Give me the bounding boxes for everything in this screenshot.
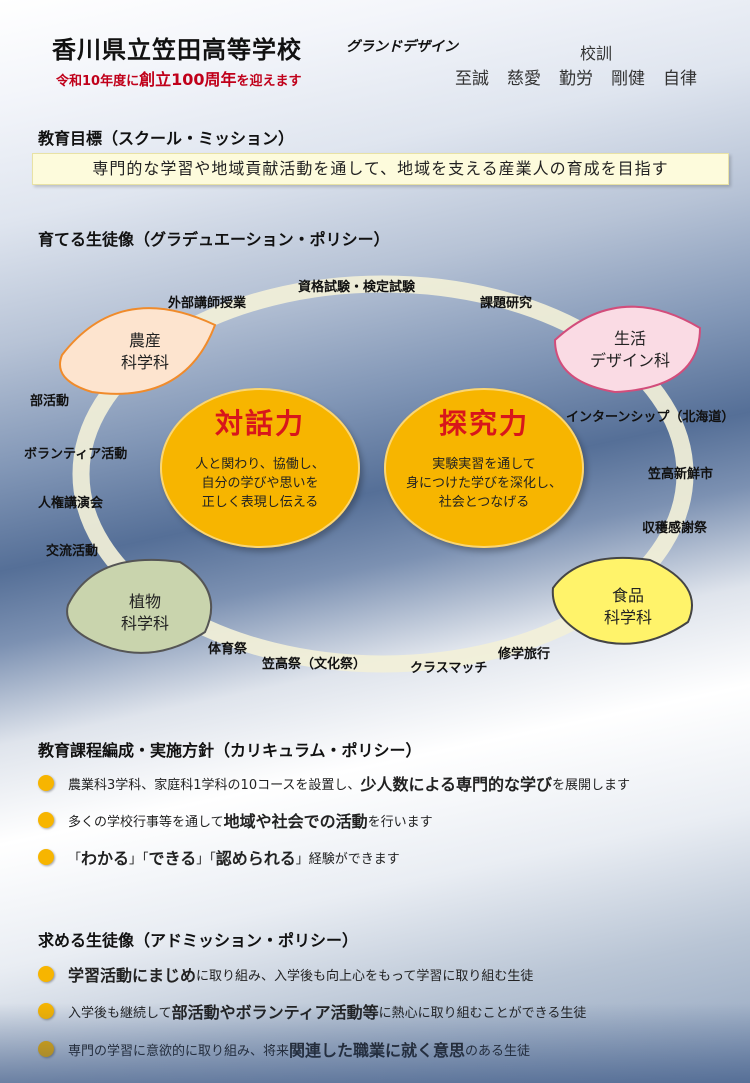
dept-nousan: 農産科学科 [85,322,205,382]
activity-jinken: 人権講演会 [38,496,104,511]
curriculum-item: 農業科3学科、家庭科1学科の10コースを設置し、少人数による専門的な学びを展開し… [38,771,630,795]
admission-emphasis: 学習活動にまじめ [68,966,197,985]
curriculum-emphasis: 地域や社会での活動 [223,812,368,831]
admission-text: のある生徒 [465,1043,531,1059]
dept-shokuhin-line2: 科学科 [603,608,652,627]
dept-seikatsu-line1: 生活 [613,329,646,349]
anniversary-notice: 令和10年度に創立100周年を迎えます [56,66,302,90]
dept-shokuhin-line1: 食品 [611,586,644,606]
bullet-icon [38,1003,54,1019]
dialogue-circle: 対話力 人と関わり、協働し、 自分の学びや思いを 正しく表現し伝える [160,388,360,548]
curriculum-title: 教育課程編成・実施方針（カリキュラム・ポリシー） [38,741,422,760]
motto-title: 校訓 [580,44,613,63]
dialogue-title: 対話力 [214,407,305,440]
admission-item: 専門の学習に意欲的に取り組み、将来関連した職業に就く意思のある生徒 [38,1037,530,1061]
admission-title: 求める生徒像（アドミッション・ポリシー） [38,931,359,950]
admission-text: に熱心に取り組むことができる生徒 [378,1005,587,1021]
curriculum-text: 多くの学校行事等を通して [68,814,224,830]
activity-volunteer: ボランティア活動 [24,447,128,462]
dept-shokubutsu-line1: 植物 [128,592,161,612]
bullet-icon [38,1041,54,1057]
activity-class: クラスマッチ [410,661,488,676]
curriculum-emphasis: できる [148,849,197,868]
admission-text: 専門の学習に意欲的に取り組み、将来 [68,1043,290,1059]
curriculum-item: 「わかる」「できる」「認められる」経験ができます [38,845,400,869]
dept-shape-nousan [59,307,217,395]
motto-item: 剛健 [611,69,645,89]
dialogue-line: 正しく表現し伝える [201,494,319,510]
inquiry-line: 実験実習を通して [432,457,536,472]
bullet-icon [38,812,54,828]
anniversary-big: 創立100周年 [139,70,237,89]
admission-text: に取り組み、入学後も向上心をもって学習に取り組む生徒 [196,968,534,984]
activity-bukatsu: 部活動 [30,394,70,409]
activity-shugaku: 修学旅行 [498,647,551,662]
activity-shinsen: 笠高新鮮市 [648,467,714,482]
inquiry-line: 身につけた学びを深化し、 [405,475,562,491]
motto-item: 勤労 [559,69,593,89]
motto-item: 自律 [663,69,697,89]
dept-nousan-line1: 農産 [128,331,161,351]
school-name: 香川県立笠田高等学校 [52,36,302,64]
dept-shape-seikatsu [553,305,702,394]
dept-shape-shokuhin [551,556,693,645]
curriculum-text: を展開します [551,777,630,793]
activity-kadai: 課題研究 [480,296,533,311]
activity-ring [59,275,702,673]
activity-shikaku: 資格試験・検定試験 [298,280,416,295]
admission-text: 入学後も継続して [68,1005,172,1021]
dept-shokubutsu-line2: 科学科 [120,614,169,633]
bullet-icon [38,775,54,791]
curriculum-text: 」「 [196,851,216,867]
dept-shape-shokubutsu [66,558,213,654]
activity-shukaku: 収穫感謝祭 [642,521,708,536]
activity-bunka: 笠高祭（文化祭） [262,657,367,672]
inquiry-title: 探究力 [438,407,529,440]
dept-shokuhin: 食品科学科 [568,577,688,637]
admission-item: 学習活動にまじめに取り組み、入学後も向上心をもって学習に取り組む生徒 [38,962,533,986]
curriculum-text: 」「 [129,851,149,867]
bullet-icon [38,849,54,865]
curriculum-text: 」経験ができます [295,851,400,867]
curriculum-text: 「 [68,851,82,867]
anniversary-post: を迎えます [236,74,302,89]
dept-seikatsu-line2: デザイン科 [589,351,670,370]
graduation-title: 育てる生徒像（グラデュエーション・ポリシー） [38,230,390,249]
curriculum-text: を行います [367,814,433,830]
dept-seikatsu: 生活デザイン科 [570,320,690,380]
activity-gaibu: 外部講師授業 [168,296,247,311]
activity-intern: インターンシップ（北海道） [566,410,735,425]
grand-design-label: グランドデザイン [346,39,458,55]
motto-item: 慈愛 [507,69,541,89]
motto-list: 至誠慈愛勤労剛健自律 [455,64,697,89]
dialogue-line: 人と関わり、協働し、 [195,457,325,472]
curriculum-emphasis: 少人数による専門的な学び [360,775,552,794]
activity-taiiku: 体育祭 [208,642,248,657]
mission-title: 教育目標（スクール・ミッション） [38,129,295,148]
curriculum-emphasis: わかる [81,849,130,868]
curriculum-emphasis: 認められる [215,849,296,868]
bullet-icon [38,966,54,982]
anniversary-pre: 令和10年度に [56,74,140,89]
admission-emphasis: 部活動やボランティア活動等 [171,1003,379,1022]
dept-nousan-line2: 科学科 [120,353,169,372]
motto-item: 至誠 [455,69,489,89]
inquiry-circle: 探究力 実験実習を通して 身につけた学びを深化し、 社会とつなげる [384,388,584,548]
dept-shokubutsu: 植物科学科 [85,583,205,643]
mission-text: 専門的な学習や地域貢献活動を通して、地域を支える産業人の育成を目指す [32,153,729,185]
curriculum-text: 農業科3学科、家庭科1学科の10コースを設置し、 [68,777,361,793]
admission-emphasis: 関連した職業に就く意思 [289,1041,466,1060]
dialogue-line: 自分の学びや思いを [201,475,319,491]
inquiry-line: 社会とつなげる [438,494,530,510]
activity-koryu: 交流活動 [46,544,99,559]
admission-item: 入学後も継続して部活動やボランティア活動等に熱心に取り組むことができる生徒 [38,999,586,1023]
curriculum-item: 多くの学校行事等を通して地域や社会での活動を行います [38,808,433,832]
